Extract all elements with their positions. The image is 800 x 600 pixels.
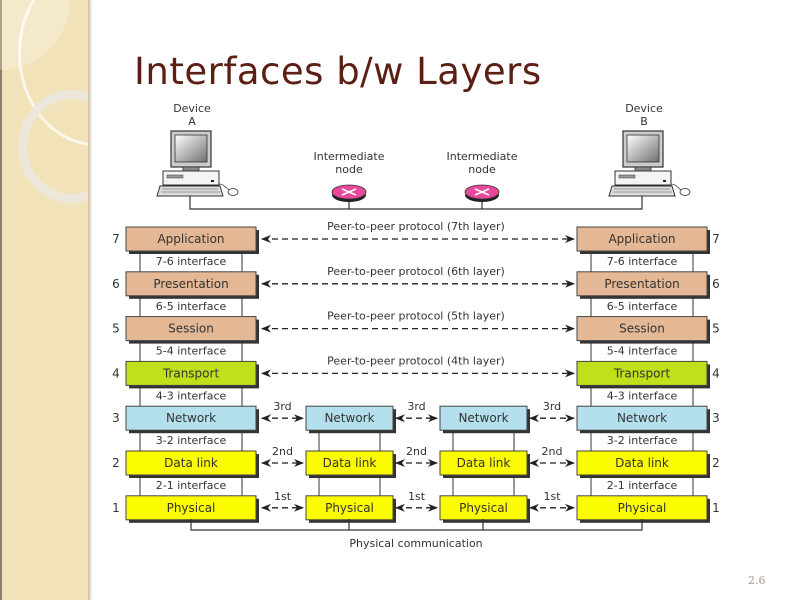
layer-number: 3 xyxy=(712,411,720,425)
layer-number: 5 xyxy=(712,322,720,336)
layer-name: Physical xyxy=(618,501,667,515)
peer-protocol-label: Peer-to-peer protocol (6th layer) xyxy=(327,265,505,278)
node-1-layer-box xyxy=(305,450,394,476)
layer-name: Transport xyxy=(162,366,220,380)
layer-number: 2 xyxy=(712,456,720,470)
node-2-layer-box xyxy=(439,405,528,431)
sidebar-swirl-ring xyxy=(18,90,88,203)
layer-name: Transport xyxy=(613,366,671,380)
layer-name: Session xyxy=(619,322,665,336)
intermediate-node-1-label: Intermediate xyxy=(314,150,385,163)
intermediate-node-2-label: Intermediate xyxy=(447,150,518,163)
layer-name: Presentation xyxy=(604,277,679,291)
interface-label: 4-3 interface xyxy=(607,389,678,402)
layer-name: Physical xyxy=(167,501,216,515)
peer-protocol-label: Peer-to-peer protocol (7th layer) xyxy=(327,220,505,233)
device-a-id: A xyxy=(188,115,196,128)
layer-number: 6 xyxy=(712,277,720,291)
layer-box-a xyxy=(125,271,257,297)
layer-name: Data link xyxy=(615,456,669,470)
layer-box-b xyxy=(576,360,708,386)
interface-label: 7-6 interface xyxy=(156,255,227,268)
layer-name: Network xyxy=(617,411,667,425)
layer-box-b xyxy=(576,450,708,476)
layer-name: Application xyxy=(608,232,675,246)
hop-label: 3rd xyxy=(543,400,561,413)
slide-number: 2.6 xyxy=(748,574,766,587)
slide-title: Interfaces b/w Layers xyxy=(134,50,542,93)
interface-label: 2-1 interface xyxy=(607,479,678,492)
interface-label: 7-6 interface xyxy=(607,255,678,268)
interface-label: 3-2 interface xyxy=(156,434,227,447)
hop-label: 1st xyxy=(274,490,292,503)
layer-box-a xyxy=(125,226,257,252)
router-2-icon xyxy=(464,184,500,202)
layer-number: 2 xyxy=(112,456,120,470)
layer-box-b xyxy=(576,316,708,342)
interface-label: 6-5 interface xyxy=(156,300,227,313)
network-link-line xyxy=(189,196,643,210)
peer-protocol-label: Peer-to-peer protocol (4th layer) xyxy=(327,354,505,367)
layer-box-a xyxy=(125,495,257,521)
interface-label: 6-5 interface xyxy=(607,300,678,313)
hop-label: 1st xyxy=(543,490,561,503)
device-b-id: B xyxy=(640,115,648,128)
hop-label: 2nd xyxy=(542,445,563,458)
layer-number: 7 xyxy=(112,232,120,246)
physical-communication-label: Physical communication xyxy=(349,537,482,550)
device-b-label: Device xyxy=(625,102,663,115)
decorative-sidebar xyxy=(0,0,90,600)
layer-number: 3 xyxy=(112,411,120,425)
layer-name: Session xyxy=(168,322,214,336)
layer-box-a xyxy=(125,360,257,386)
peer-protocol-label: Peer-to-peer protocol (5th layer) xyxy=(327,310,505,323)
layer-name: Data link xyxy=(164,456,218,470)
layer-number: 4 xyxy=(712,366,720,380)
computer-b-icon xyxy=(608,130,691,197)
device-a-label: Device xyxy=(173,102,211,115)
layer-box-a xyxy=(125,316,257,342)
layer-name: Application xyxy=(157,232,224,246)
layer-name: Network xyxy=(166,411,216,425)
node-2-layer-box xyxy=(439,450,528,476)
layer-number: 4 xyxy=(112,366,120,380)
node-1-layer-box xyxy=(305,405,394,431)
computer-a-icon xyxy=(156,130,239,197)
node-layer-name: Physical xyxy=(325,501,374,515)
hop-label: 2nd xyxy=(272,445,293,458)
hop-label: 1st xyxy=(408,490,426,503)
hop-label: 2nd xyxy=(406,445,427,458)
interface-label: 4-3 interface xyxy=(156,389,227,402)
router-1-icon xyxy=(331,184,367,202)
layer-box-b xyxy=(576,405,708,431)
intermediate-node-1-sublabel: node xyxy=(335,163,363,176)
node-layer-name: Data link xyxy=(457,456,511,470)
interface-label: 2-1 interface xyxy=(156,479,227,492)
interface-label: 5-4 interface xyxy=(156,345,227,358)
layer-box-a xyxy=(125,450,257,476)
layer-number: 1 xyxy=(712,501,720,515)
interface-label: 5-4 interface xyxy=(607,345,678,358)
node-layer-name: Network xyxy=(458,411,508,425)
layer-number: 6 xyxy=(112,277,120,291)
layer-name: Presentation xyxy=(153,277,228,291)
physical-communication-line xyxy=(190,519,643,531)
layer-number: 7 xyxy=(712,232,720,246)
layer-box-b xyxy=(576,271,708,297)
layer-box-b xyxy=(576,226,708,252)
layer-box-a xyxy=(125,405,257,431)
hop-label: 3rd xyxy=(407,400,425,413)
layer-number: 5 xyxy=(112,322,120,336)
layer-number: 1 xyxy=(112,501,120,515)
node-layer-name: Data link xyxy=(323,456,377,470)
node-layer-name: Network xyxy=(324,411,374,425)
sidebar-edge xyxy=(0,0,2,600)
interface-label: 3-2 interface xyxy=(607,434,678,447)
node-layer-name: Physical xyxy=(459,501,508,515)
intermediate-node-2-sublabel: node xyxy=(468,163,496,176)
hop-label: 3rd xyxy=(273,400,291,413)
